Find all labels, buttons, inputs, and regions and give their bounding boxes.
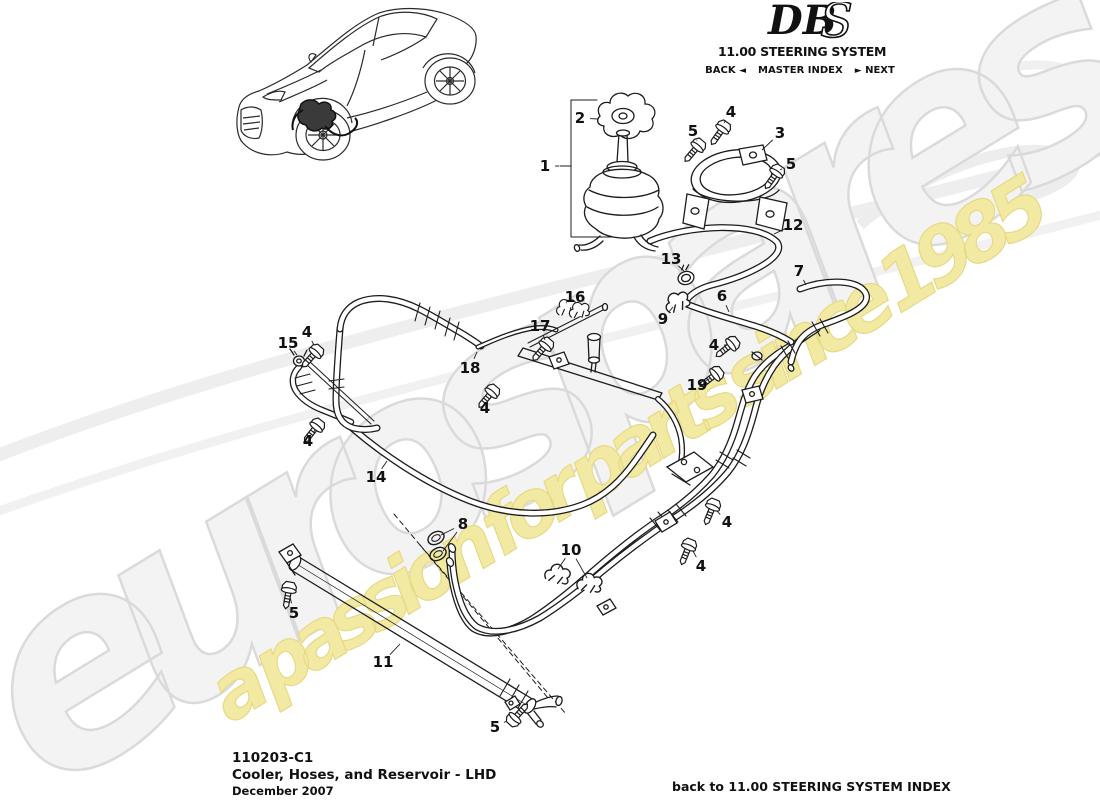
part-callout-5[interactable]: 5	[489, 718, 501, 736]
back-link[interactable]: BACK ◄	[705, 65, 747, 76]
hose-12	[647, 225, 781, 306]
part-callout-4[interactable]: 4	[721, 513, 733, 531]
part-callout-13[interactable]: 13	[660, 250, 682, 268]
drawing-info: 110203-C1 Cooler, Hoses, and Reservoir -…	[232, 750, 496, 798]
part-callout-5[interactable]: 5	[785, 155, 797, 173]
part-callout-12[interactable]: 12	[782, 216, 804, 234]
part-callout-8[interactable]: 8	[457, 515, 469, 533]
index-return-link[interactable]: back to 11.00 STEERING SYSTEM INDEX	[672, 779, 951, 794]
hose-18	[476, 326, 558, 349]
clip-10a	[542, 561, 573, 587]
part-callout-3[interactable]: 3	[774, 124, 786, 142]
vehicle-thumbnail	[236, 7, 477, 161]
part-callout-9[interactable]: 9	[657, 310, 669, 328]
next-arrow-icon: ►	[854, 66, 862, 76]
reservoir-clamp	[682, 144, 788, 232]
cooler	[277, 543, 563, 730]
system-title: 11.00 STEERING SYSTEM	[718, 44, 887, 59]
part-callout-6[interactable]: 6	[716, 287, 728, 305]
part-callout-16[interactable]: 16	[564, 288, 586, 306]
highlighted-parts	[291, 99, 359, 137]
part-callout-7[interactable]: 7	[793, 262, 805, 280]
brackets	[548, 351, 764, 616]
part-callout-5[interactable]: 5	[288, 604, 300, 622]
hose-14-upper	[337, 296, 484, 349]
page-header: DB S 11.00 STEERING SYSTEM BACK ◄ MASTER…	[705, 2, 895, 76]
drawing-title: Cooler, Hoses, and Reservoir - LHD	[232, 766, 497, 783]
hard-line	[517, 347, 663, 401]
drawing-date: December 2007	[232, 783, 334, 798]
part-callout-18[interactable]: 18	[459, 359, 481, 377]
part-callout-4[interactable]: 4	[302, 432, 314, 450]
part-callout-11[interactable]: 11	[372, 653, 394, 671]
dbs-logo: DB S	[767, 2, 854, 44]
logo-db-text: DB	[767, 2, 837, 44]
reservoir	[559, 92, 664, 253]
part-callout-19[interactable]: 19	[686, 376, 708, 394]
hose-clamp-13	[677, 264, 695, 286]
logo-s-text: S	[820, 2, 853, 44]
hose-6	[681, 300, 794, 345]
part-callout-1[interactable]: 1	[539, 157, 551, 175]
index-nav: BACK ◄ MASTER INDEX ► NEXT	[705, 65, 895, 76]
part-callout-4[interactable]: 4	[725, 103, 737, 121]
hose-14-left	[333, 326, 380, 432]
hose-14-lower	[349, 425, 656, 516]
master-index-link[interactable]: MASTER INDEX	[758, 65, 843, 76]
part-callout-2[interactable]: 2	[574, 109, 586, 127]
part-callout-10[interactable]: 10	[560, 541, 582, 559]
diagram-art	[277, 92, 870, 730]
part-callout-17[interactable]: 17	[529, 317, 551, 335]
drawing-number: 110203-C1	[232, 750, 314, 766]
part-callout-5[interactable]: 5	[687, 122, 699, 140]
part-callout-4[interactable]: 4	[479, 399, 491, 417]
part-callout-14[interactable]: 14	[365, 468, 387, 486]
part-callout-4[interactable]: 4	[301, 323, 313, 341]
part-callout-4[interactable]: 4	[708, 336, 720, 354]
part-callout-4[interactable]: 4	[695, 557, 707, 575]
part-callout-15[interactable]: 15	[277, 334, 299, 352]
next-link[interactable]: ► NEXT	[854, 65, 895, 76]
valve	[586, 332, 602, 373]
callout-leaders	[289, 118, 807, 723]
back-arrow-icon: ◄	[739, 66, 747, 76]
